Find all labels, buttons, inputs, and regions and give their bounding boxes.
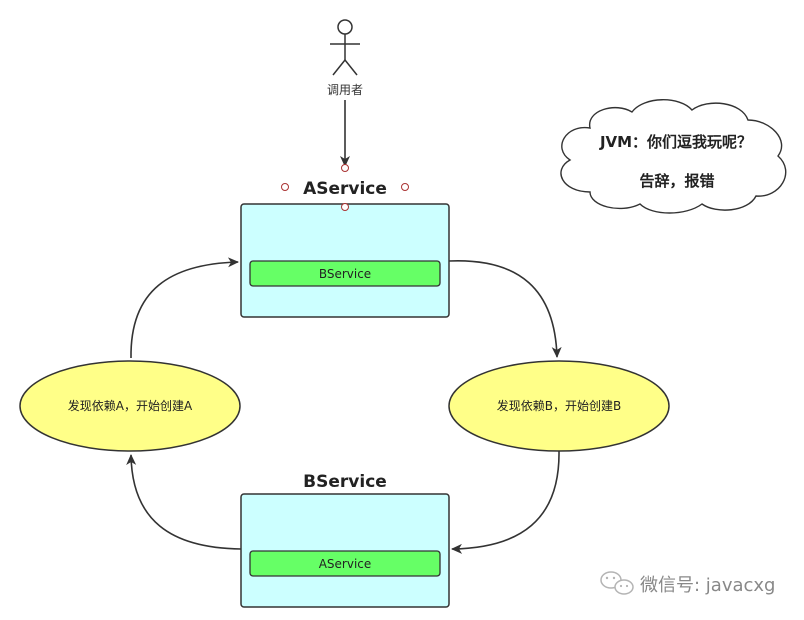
jvm-cloud: JVM：你们逗我玩呢？ 告辞，报错 (560, 99, 787, 214)
right-ellipse-label: 发现依赖B，开始创建B (497, 398, 621, 413)
arrow-right-ellipse-to-bservice (451, 450, 560, 554)
aservice-inner-bservice[interactable] (249, 260, 441, 287)
wechat-icon (600, 571, 634, 595)
arrow-bservice-to-left-ellipse (126, 454, 242, 550)
cloud-line-2: 告辞，报错 (639, 172, 714, 190)
aservice-title: AService (303, 179, 387, 199)
actor-left-leg (332, 59, 346, 76)
wechat-watermark: 微信号: javacxg (600, 571, 775, 596)
handle-top[interactable] (341, 164, 349, 172)
bservice-inner-label: AService (319, 557, 372, 571)
right-ellipse-node[interactable]: 发现依赖B，开始创建B (448, 360, 670, 452)
bservice-container[interactable]: BService AService (240, 472, 450, 608)
bservice-inner-aservice[interactable] (249, 550, 441, 577)
cloud-shape (560, 99, 787, 214)
actor-label: 调用者 (327, 83, 363, 97)
left-ellipse-node[interactable]: 发现依赖A，开始创建A (19, 360, 241, 452)
arrow-left-ellipse-to-aservice (130, 257, 239, 359)
caller-actor[interactable]: 调用者 (327, 19, 363, 97)
handle-right[interactable] (401, 183, 409, 191)
handle-left[interactable] (281, 183, 289, 191)
left-ellipse (19, 360, 241, 452)
arrow-aservice-to-right-ellipse (448, 260, 562, 358)
handle-bottom[interactable] (341, 203, 349, 211)
left-ellipse-label: 发现依赖A，开始创建A (68, 398, 193, 413)
aservice-inner-label: BService (319, 267, 371, 281)
aservice-container[interactable]: AService BService (240, 179, 450, 318)
actor-head (337, 19, 353, 35)
bservice-title: BService (303, 472, 387, 492)
actor-right-leg (344, 59, 358, 76)
selection-handles (281, 164, 409, 211)
cloud-line-1: JVM：你们逗我玩呢？ (599, 133, 752, 151)
watermark-text: 微信号: javacxg (640, 575, 775, 596)
